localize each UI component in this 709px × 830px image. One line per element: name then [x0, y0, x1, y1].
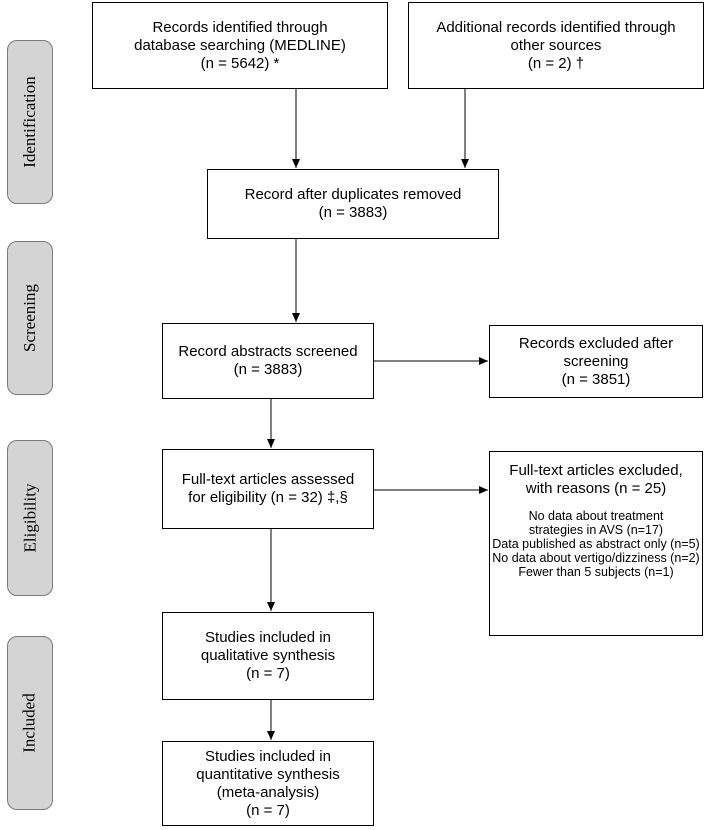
fulltext-excluded-title-1: Full-text articles excluded,: [509, 462, 683, 479]
other-sources-line-2: other sources: [510, 36, 602, 54]
fulltext-assessed-line-1: Full-text articles assessed: [181, 471, 355, 488]
quantitative-line-2: quantitative synthesis: [196, 765, 340, 783]
qualitative-synthesis-box: Studies included in qualitative synthesi…: [162, 612, 374, 700]
excluded-screening-line-2: screening: [563, 352, 629, 370]
quantitative-line-4: (n = 7): [246, 801, 290, 819]
db-search-line-3: (n = 5642) *: [200, 54, 280, 72]
excluded-screening-line-3: (n = 3851): [561, 370, 631, 388]
fulltext-assessed-box: Full-text articles assessed for eligibil…: [162, 449, 374, 529]
phase-screening: Screening: [7, 241, 53, 395]
exclusion-reason: Data published as abstract only (n=5): [492, 537, 700, 551]
abstracts-screened-line-2: (n = 3883): [233, 361, 303, 378]
db-search-line-2: database searching (MEDLINE): [134, 36, 346, 54]
after-duplicates-line-2: (n = 3883): [318, 204, 388, 221]
qualitative-line-2: qualitative synthesis: [200, 647, 336, 664]
phase-included: Included: [7, 636, 53, 810]
exclusion-reason: strategies in AVS (n=17): [528, 523, 664, 537]
exclusion-reason: No data about treatment: [528, 509, 664, 523]
other-sources-line-1: Additional records identified through: [436, 18, 676, 36]
phase-eligibility: Eligibility: [7, 440, 53, 596]
other-sources-line-3: (n = 2) †: [527, 54, 585, 72]
quantitative-line-3: (meta-analysis): [216, 783, 320, 801]
after-duplicates-line-1: Record after duplicates removed: [244, 186, 462, 203]
qualitative-line-3: (n = 7): [246, 665, 290, 682]
fulltext-excluded-box: Full-text articles excluded, with reason…: [489, 451, 703, 636]
excluded-screening-box: Records excluded after screening (n = 38…: [489, 325, 703, 398]
db-search-box: Records identified through database sear…: [92, 2, 388, 89]
after-duplicates-box: Record after duplicates removed (n = 388…: [207, 169, 499, 239]
abstracts-screened-box: Record abstracts screened (n = 3883): [162, 323, 374, 399]
phase-identification: Identification: [7, 40, 53, 204]
excluded-screening-line-1: Records excluded after: [518, 334, 674, 352]
abstracts-screened-line-1: Record abstracts screened: [178, 343, 358, 360]
quantitative-line-1: Studies included in: [205, 747, 331, 765]
other-sources-box: Additional records identified through ot…: [408, 2, 704, 89]
db-search-line-1: Records identified through: [152, 18, 328, 36]
fulltext-assessed-line-2: for eligibility (n = 32) ‡,§: [188, 489, 348, 506]
exclusion-reasons-list: No data about treatment strategies in AV…: [492, 509, 699, 579]
quantitative-synthesis-box: Studies included in quantitative synthes…: [162, 741, 374, 826]
exclusion-reason: No data about vertigo/dizziness (n=2): [492, 551, 700, 565]
fulltext-excluded-title-2: with reasons (n = 25): [525, 480, 667, 497]
qualitative-line-1: Studies included in: [205, 629, 331, 646]
exclusion-reason: Fewer than 5 subjects (n=1): [518, 565, 674, 579]
